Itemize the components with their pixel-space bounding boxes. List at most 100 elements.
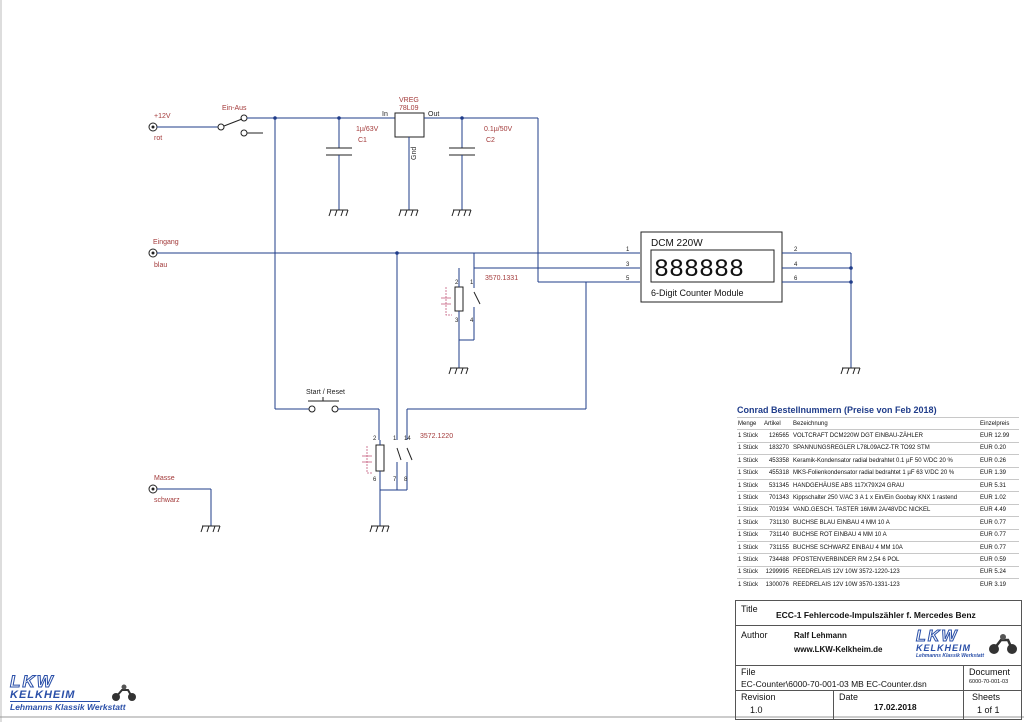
- capacitor-c2: [449, 118, 475, 217]
- c2-label: C2: [486, 137, 495, 144]
- price-cell: EUR 1.02: [979, 491, 1019, 505]
- relay2-pin-label: 2: [373, 436, 377, 442]
- dcm-pin-label: 1: [626, 247, 630, 253]
- dcm-pin-label: 6: [794, 276, 798, 282]
- eingang-label: Eingang: [153, 239, 179, 246]
- vreg-part-label: 78L09: [399, 105, 419, 112]
- author-label: Author: [741, 630, 768, 640]
- article-cell: 731140: [763, 528, 792, 542]
- dcm-pin-label: 5: [626, 276, 630, 282]
- title-label: Title: [741, 604, 758, 614]
- relay2-pin-label: 14: [404, 436, 411, 442]
- vreg-out-label: Out: [428, 111, 439, 118]
- qty-cell: 1 Stück: [737, 441, 763, 455]
- logo-kelkheim: KELKHEIM: [916, 643, 971, 653]
- ein-aus-label: Ein-Aus: [222, 105, 247, 112]
- description-cell: BUCHSE SCHWARZ EINBAU 4 MM 10A: [792, 540, 979, 554]
- c2-value-label: 0.1µ/50V: [484, 126, 512, 133]
- vreg-gnd-label: Gnd: [411, 147, 418, 160]
- parts-list: Conrad Bestellnummern (Preise von Feb 20…: [737, 405, 1019, 591]
- relay2-label: 3572.1220: [420, 433, 453, 440]
- description-cell: VAND.GESCH. TASTER 16MM 2A/48VDC NICKEL: [792, 503, 979, 517]
- relay2-pin-label: 6: [373, 477, 377, 483]
- col-header: Artikel: [763, 416, 792, 430]
- relay1-label: 3570.1331: [485, 275, 518, 282]
- voltage-regulator: [394, 112, 538, 217]
- author-name: Ralf Lehmann: [794, 631, 847, 640]
- title-block-logo: LKW KELKHEIM Lehmanns Klassik Werkstatt: [916, 628, 996, 660]
- col-header: Menge: [737, 416, 763, 430]
- article-cell: 453358: [763, 454, 792, 468]
- c1-value-label: 1µ/63V: [356, 126, 379, 133]
- qty-cell: 1 Stück: [737, 565, 763, 579]
- price-cell: EUR 0.20: [979, 441, 1019, 455]
- qty-cell: 1 Stück: [737, 578, 763, 591]
- vreg-label: VREG: [399, 97, 419, 104]
- document-label: Document: [969, 667, 1011, 677]
- date-value: 17.02.2018: [874, 702, 917, 712]
- parts-list-title: Conrad Bestellnummern (Preise von Feb 20…: [737, 405, 937, 415]
- revision-value: 1.0: [750, 705, 763, 715]
- qty-cell: 1 Stück: [737, 466, 763, 480]
- title-block: Title ECC-1 Fehlercode-Impulszähler f. M…: [735, 600, 1022, 720]
- article-cell: 183270: [763, 441, 792, 455]
- col-header: Bezeichnung: [792, 416, 979, 430]
- masse-label: Masse: [154, 475, 175, 482]
- price-cell: EUR 0.77: [979, 528, 1019, 542]
- relay2-pin-label: 1: [393, 436, 397, 442]
- description-cell: SPANNUNGSREGLER L78L09ACZ-TR TO92 STM: [792, 441, 979, 455]
- description-cell: MKS-Folienkondensator radial bedrahtet 1…: [792, 466, 979, 480]
- description-cell: BUCHSE BLAU EINBAU 4 MM 10 A: [792, 516, 979, 530]
- file-value: EC-Counter\6000-70-001-03 MB EC-Counter.…: [741, 679, 927, 689]
- dcm-pin-label: 3: [626, 262, 630, 268]
- price-cell: EUR 3.19: [979, 578, 1019, 591]
- logo-kelkheim: KELKHEIM: [10, 690, 100, 702]
- col-header: Einzelpreis: [979, 416, 1019, 430]
- relay2-pin-label: 7: [393, 477, 397, 483]
- price-cell: EUR 0.77: [979, 540, 1019, 554]
- masse-terminal: [148, 484, 221, 533]
- price-cell: EUR 5.31: [979, 478, 1019, 492]
- qty-cell: 1 Stück: [737, 429, 763, 443]
- price-cell: EUR 0.26: [979, 454, 1019, 468]
- qty-cell: 1 Stück: [737, 553, 763, 567]
- start-reset-button: [275, 397, 380, 440]
- article-cell: 455318: [763, 466, 792, 480]
- price-cell: EUR 1.39: [979, 466, 1019, 480]
- c1-label: C1: [358, 137, 367, 144]
- sheets-value: 1 of 1: [977, 705, 1000, 715]
- article-cell: 701934: [763, 503, 792, 517]
- logo-tagline: Lehmanns Klassik Werkstatt: [10, 702, 126, 712]
- dcm-pin-label: 4: [794, 262, 798, 268]
- motorbike-icon: [112, 684, 136, 701]
- capacitor-c1: [326, 118, 352, 217]
- description-cell: REEDRELAIS 12V 10W 3570-1331-123: [792, 578, 979, 591]
- article-cell: 531345: [763, 478, 792, 492]
- article-cell: 734488: [763, 553, 792, 567]
- document-value: 6000-70-001-03: [969, 679, 1009, 685]
- relay1-pin-label: 1: [470, 280, 474, 286]
- reed-relay-1: [441, 253, 481, 375]
- description-cell: VOLTCRAFT DCM220W DGT EINBAU-ZÄHLER: [792, 429, 979, 443]
- dcm-subtitle: 6-Digit Counter Module: [651, 288, 744, 298]
- qty-cell: 1 Stück: [737, 491, 763, 505]
- company-logo: LKW KELKHEIM Lehmanns Klassik Werkstatt: [10, 673, 160, 713]
- motorbike-icon: [989, 634, 1017, 654]
- price-cell: EUR 4.49: [979, 503, 1019, 517]
- article-cell: 1300076: [763, 578, 792, 591]
- vreg-in-label: In: [382, 111, 388, 118]
- qty-cell: 1 Stück: [737, 516, 763, 530]
- price-cell: EUR 12.99: [979, 429, 1019, 443]
- price-cell: EUR 0.77: [979, 516, 1019, 530]
- price-cell: EUR 0.59: [979, 553, 1019, 567]
- description-cell: HANDGEHÄUSE ABS 117X79X24 GRAU: [792, 478, 979, 492]
- article-cell: 731155: [763, 540, 792, 554]
- qty-cell: 1 Stück: [737, 528, 763, 542]
- dcm-display: 888888: [654, 255, 744, 284]
